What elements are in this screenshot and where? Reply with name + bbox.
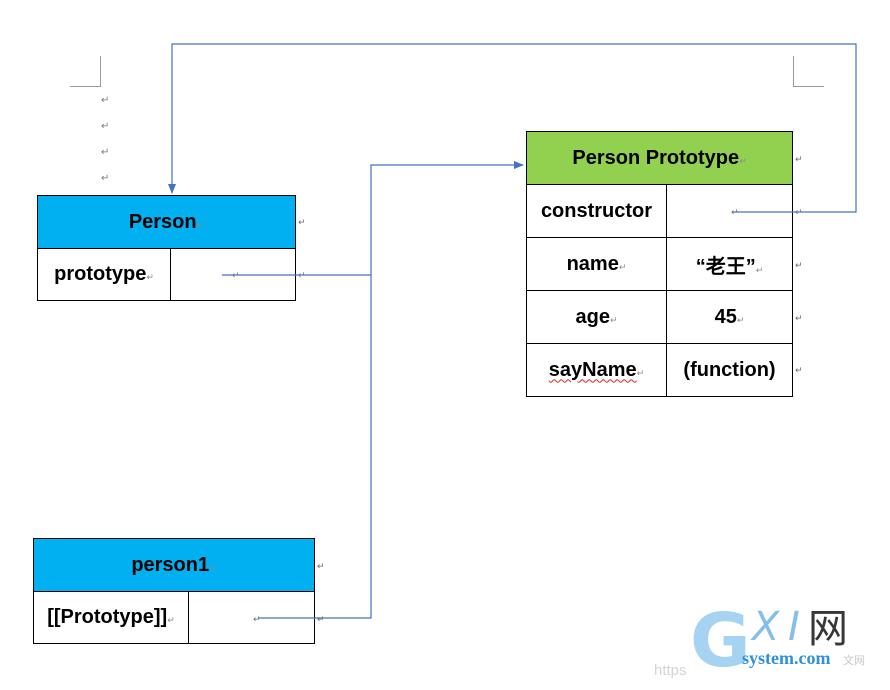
- prototype-table-header: Person Prototype↵: [526, 131, 793, 185]
- person-title: Person: [128, 210, 197, 233]
- person-prototype-label: prototype: [54, 263, 147, 285]
- paragraph-mark: ↵: [101, 173, 110, 184]
- name-label: name: [566, 252, 619, 275]
- sayname-value: (function): [683, 358, 776, 381]
- paragraph-mark: ↵: [618, 261, 627, 272]
- age-value: 45: [714, 305, 737, 328]
- person1-table-header: person1↵: [33, 538, 315, 592]
- row-end-mark: ↵: [795, 313, 803, 323]
- paragraph-mark: ↵: [146, 272, 154, 282]
- row-end-mark: ↵: [795, 365, 803, 375]
- row-end-mark: ↵: [795, 260, 803, 270]
- row-end-mark: ↵: [795, 154, 803, 164]
- row-end-mark: ↵: [317, 614, 325, 624]
- cell-end-mark: ↵: [253, 614, 261, 624]
- person-prototype-table: Person Prototype↵ constructor name↵ “老王”…: [526, 131, 793, 397]
- constructor-to-person-arrow: [168, 43, 857, 213]
- row-end-mark: ↵: [298, 217, 306, 227]
- paragraph-mark: ↵: [736, 314, 745, 325]
- watermark-site: system.com: [742, 648, 831, 668]
- page-corner-mark-left: [70, 56, 101, 87]
- gxi-watermark-logo: G X I 网: [690, 600, 848, 680]
- page-corner-mark-right: [793, 56, 824, 87]
- person-table-header: Person↵: [37, 195, 296, 249]
- person1-prototype-cell: [[Prototype]]↵: [33, 591, 189, 644]
- person1-table: person1↵ [[Prototype]]↵: [33, 538, 315, 644]
- person1-prototype-label: [[Prototype]]: [47, 606, 168, 628]
- sayname-label: sayName: [548, 358, 637, 381]
- person-table: Person↵ prototype↵: [37, 195, 296, 301]
- row-end-mark: ↵: [317, 561, 325, 571]
- paragraph-mark: ↵: [755, 264, 764, 275]
- paragraph-mark: ↵: [167, 615, 175, 625]
- svg-text:X: X: [750, 604, 781, 650]
- prototype-to-person-prototype-arrow: [222, 161, 524, 276]
- svg-text:I: I: [788, 604, 800, 650]
- paragraph-mark: ↵: [196, 219, 205, 230]
- svg-text:网: 网: [808, 606, 848, 652]
- paragraph-mark: ↵: [101, 147, 110, 158]
- person1-title: person1: [131, 553, 210, 576]
- constructor-label: constructor: [540, 199, 653, 222]
- paragraph-mark: ↵: [101, 95, 110, 106]
- paragraph-mark: ↵: [739, 155, 747, 166]
- prototype-row-value: (function): [666, 343, 793, 397]
- watermark-prefix: https: [654, 662, 687, 679]
- paragraph-mark: ↵: [609, 314, 618, 325]
- prototype-row-value: [666, 184, 793, 238]
- svg-text:G: G: [690, 600, 751, 680]
- age-label: age: [575, 305, 610, 328]
- watermark-tail: 文网: [843, 655, 865, 667]
- prototype-title: Person Prototype: [572, 146, 740, 169]
- paragraph-mark: ↵: [101, 121, 110, 132]
- prototype-row-label: age↵: [526, 290, 667, 344]
- prototype-row-label: name↵: [526, 237, 667, 291]
- person1-prototype-link-line: [258, 275, 372, 619]
- prototype-row-value: 45↵: [666, 290, 793, 344]
- prototype-row-label: constructor: [526, 184, 667, 238]
- name-value: “老王”: [695, 255, 756, 278]
- paragraph-mark: ↵: [209, 562, 217, 573]
- paragraph-mark: ↵: [636, 367, 645, 378]
- prototype-row-label: sayName↵: [526, 343, 667, 397]
